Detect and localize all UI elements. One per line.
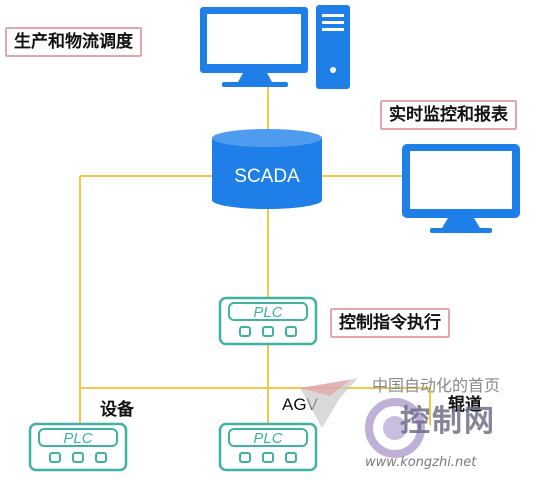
watermark-brand: 控制网 bbox=[400, 404, 496, 439]
monitor-icon bbox=[402, 144, 520, 233]
control-command-label: 控制指令执行 bbox=[330, 308, 450, 338]
realtime-monitoring-label: 实时监控和报表 bbox=[380, 100, 517, 130]
connection-lines bbox=[79, 78, 431, 425]
watermark-url: www.kongzhi.net bbox=[365, 455, 477, 470]
computer-icon bbox=[200, 5, 350, 89]
watermark-logo bbox=[300, 378, 425, 458]
scada-database-icon bbox=[212, 129, 322, 209]
plc-control-icon: PLC bbox=[218, 296, 318, 346]
plc-label: PLC bbox=[253, 304, 282, 321]
watermark-tagline: 中国自动化的首页 bbox=[372, 376, 501, 395]
equipment-label: 设备 bbox=[100, 400, 134, 420]
track-label: 辊道 bbox=[448, 395, 482, 415]
production-logistics-label: 生产和物流调度 bbox=[5, 27, 142, 57]
plc-label: PLC bbox=[63, 430, 92, 447]
plc-agv-icon: PLC bbox=[218, 422, 318, 472]
plc-label: PLC bbox=[253, 430, 282, 447]
plc-equipment-icon: PLC bbox=[28, 422, 128, 472]
scada-label: SCADA bbox=[234, 166, 300, 187]
